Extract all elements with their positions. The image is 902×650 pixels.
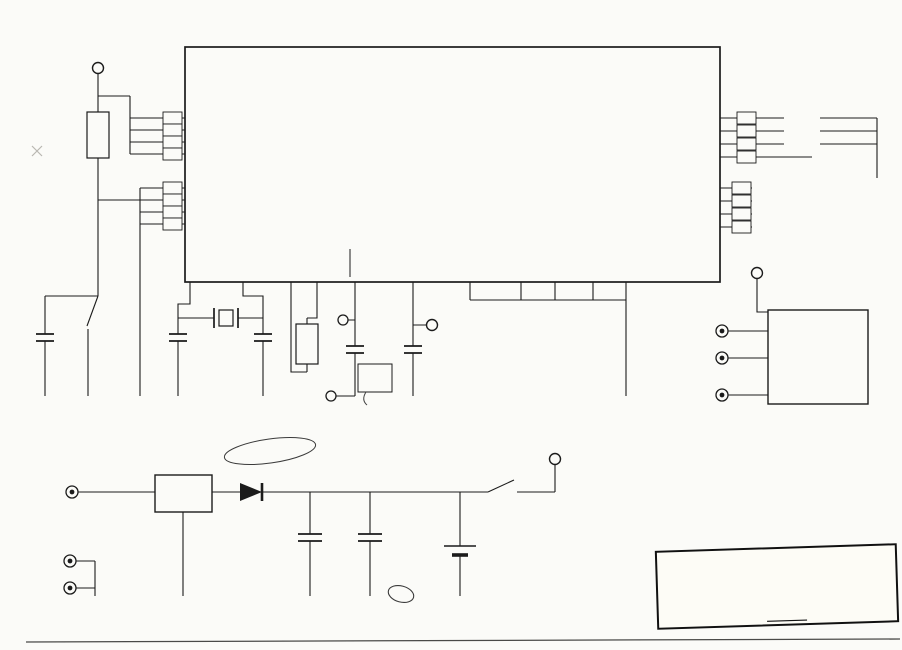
stamp-exhibit-underline bbox=[767, 619, 808, 622]
crystal-body bbox=[218, 309, 234, 327]
diode-symbol bbox=[240, 483, 262, 501]
pin-number-box bbox=[736, 150, 757, 164]
vdd-terminal bbox=[548, 452, 562, 466]
re2-switch-blade bbox=[487, 479, 515, 493]
vdd-terminal bbox=[425, 318, 439, 332]
st-pads bbox=[63, 324, 729, 595]
pencil-mark bbox=[31, 145, 43, 157]
pin-number-box bbox=[162, 135, 183, 149]
handwritten-circle-konventionell bbox=[223, 437, 317, 465]
pin-number-box bbox=[731, 181, 752, 195]
wires-left-area bbox=[44, 74, 185, 396]
pin-number-box bbox=[731, 194, 752, 208]
stamp-border bbox=[654, 543, 900, 630]
pin-number-box bbox=[162, 147, 183, 161]
scan-artifact-line bbox=[25, 638, 901, 643]
handwritten-squiggle bbox=[363, 391, 368, 406]
vdd-terminal bbox=[750, 266, 764, 280]
vdd-terminal bbox=[91, 61, 105, 75]
pin-number-box bbox=[736, 111, 757, 125]
stamp bbox=[654, 543, 900, 630]
wires-supply-area bbox=[76, 465, 556, 596]
pin-number-box bbox=[162, 217, 183, 231]
ic1-body bbox=[184, 46, 721, 283]
wires-oscillator-area bbox=[177, 282, 627, 397]
pin-number-box bbox=[162, 111, 183, 125]
rf-module-body bbox=[767, 309, 869, 405]
re1-switch-blade bbox=[86, 295, 99, 327]
c4-value-box bbox=[357, 363, 393, 393]
crystal-electrodes bbox=[213, 308, 239, 328]
handwritten-circle-goldcap bbox=[387, 585, 415, 603]
testpoint-tp2 bbox=[337, 314, 349, 326]
ic2-body bbox=[154, 474, 213, 513]
pin-number-box bbox=[736, 137, 757, 151]
capacitor-plates bbox=[36, 333, 422, 542]
pin-number-box bbox=[731, 220, 752, 234]
pin-number-box bbox=[731, 207, 752, 221]
pin-number-box bbox=[162, 205, 183, 219]
r2-body bbox=[295, 323, 319, 365]
testpoint-tp1 bbox=[325, 390, 337, 402]
pin-number-box bbox=[162, 181, 183, 195]
pin-number-box bbox=[162, 193, 183, 207]
pin-number-box bbox=[162, 123, 183, 137]
r1-body bbox=[86, 111, 110, 159]
pin-number-box bbox=[736, 124, 757, 138]
